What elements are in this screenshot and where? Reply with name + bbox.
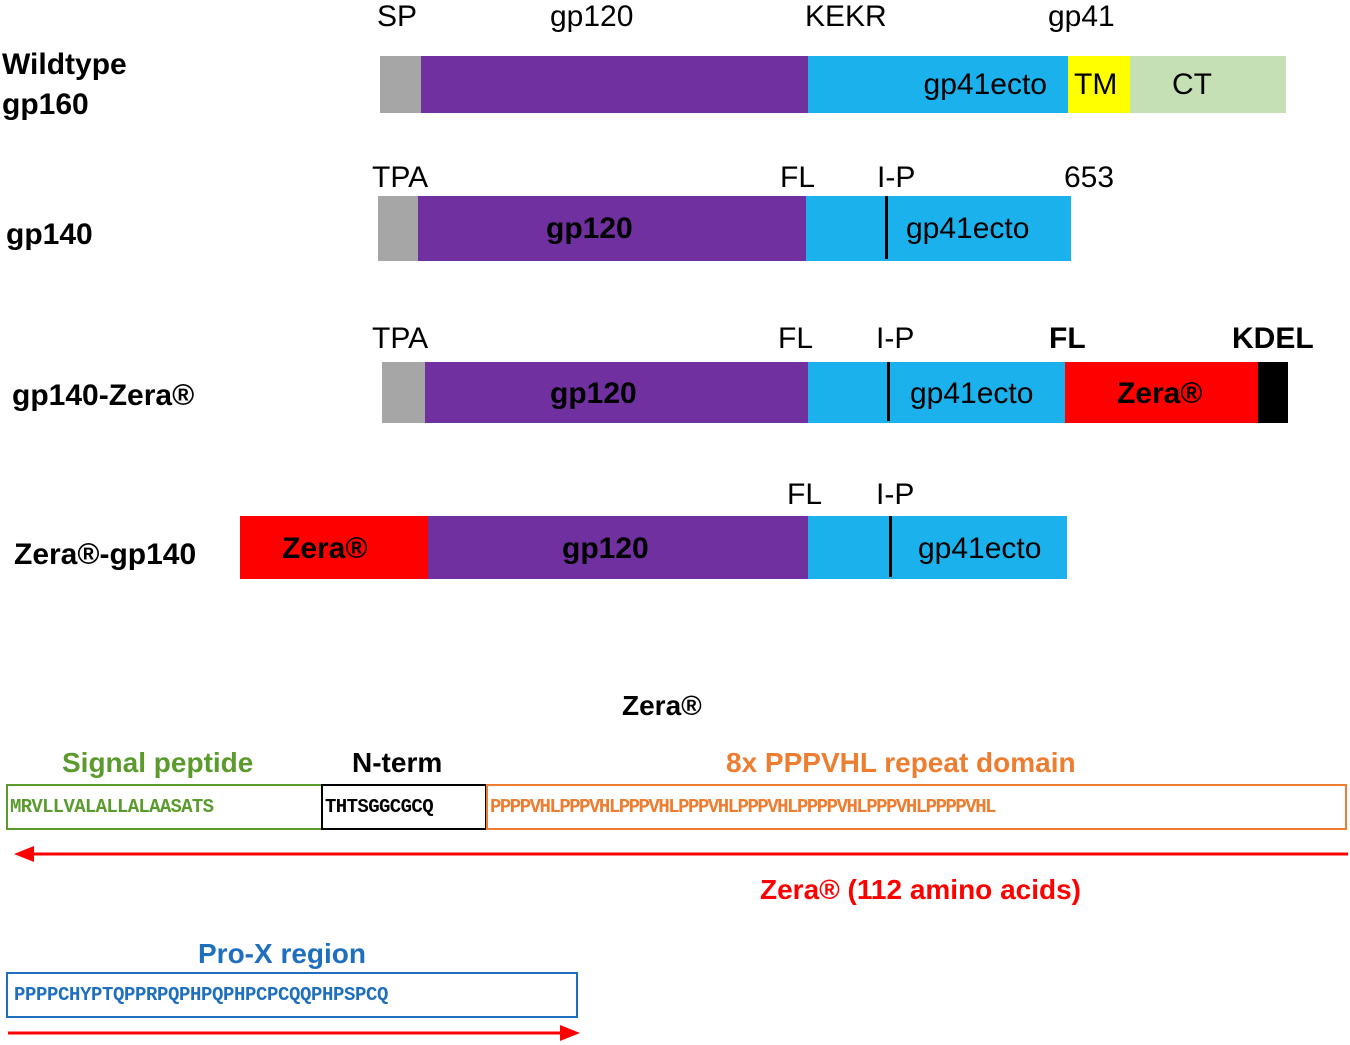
segment-gp120: gp120 (428, 516, 809, 579)
zera-length-label: Zera® (112 amino acids) (760, 874, 1081, 905)
segment-label-gp41ecto: gp41ecto (918, 532, 1042, 565)
segment-tm: TM (1068, 56, 1131, 113)
label-gp41: gp41 (1048, 0, 1115, 33)
segment-tpa (382, 362, 426, 423)
label-fl: FL (780, 161, 816, 194)
signal-peptide-sequence: MRVLLVALALLALAASATS (6, 784, 323, 830)
segment-gp41ecto: gp41ecto (808, 362, 1066, 423)
label-gp120: gp120 (550, 0, 634, 33)
segment-label-ct: CT (1172, 68, 1212, 101)
label-kdel: KDEL (1232, 322, 1314, 355)
repeat-domain-label: 8x PPPVHL repeat domain (726, 747, 1076, 778)
segment-label-gp41ecto: gp41ecto (910, 377, 1034, 410)
nterm-sequence: THTSGGCGCQ (321, 784, 487, 830)
segment-ct: CT (1130, 56, 1286, 113)
segment-label-gp120: gp120 (550, 377, 637, 410)
construct-name: gp140-Zera® (12, 379, 195, 412)
segment-gp120: gp120 (425, 362, 809, 423)
label-653: 653 (1064, 161, 1115, 194)
repeat-domain-sequence: PPPPVHLPPPVHLPPPVHLPPPVHLPPPVHLPPPPVHLPP… (486, 784, 1347, 830)
construct-name: gp140 (6, 218, 93, 251)
label-ip: I-P (876, 478, 915, 511)
nterm-label: N-term (352, 747, 443, 778)
label-fl: FL (778, 322, 814, 355)
segment-tpa (378, 196, 419, 261)
segment-label-tm: TM (1074, 68, 1118, 101)
prox-label: Pro-X region (198, 938, 367, 969)
label-fl: FL (787, 478, 823, 511)
construct-name-line1: Wildtype (2, 48, 127, 81)
segment-label-zera: Zera® (1117, 377, 1203, 410)
segment-gp41ecto: gp41ecto (808, 56, 1069, 113)
prox-sequence: PPPPCHYPTQPPRPQPHPQPHPCPCQQPHPSPCQ (6, 972, 578, 1018)
label-ip: I-P (876, 322, 915, 355)
segment-label-gp120: gp120 (562, 532, 649, 565)
segment-label-gp120: gp120 (546, 212, 633, 245)
segment-label-gp41ecto: gp41ecto (906, 212, 1030, 245)
segment-kdel (1258, 362, 1288, 423)
segment-gp120 (421, 56, 809, 113)
segment-zera: Zera® (240, 516, 429, 579)
label-fl-bold: FL (1049, 322, 1086, 355)
ip-marker (887, 362, 890, 421)
label-sp: SP (377, 0, 418, 33)
zera-length-arrow (14, 846, 1348, 862)
label-tpa: TPA (372, 322, 429, 355)
segment-zera: Zera® (1065, 362, 1259, 423)
prox-arrow (8, 1025, 580, 1041)
ip-marker (889, 516, 892, 577)
segment-gp120: gp120 (418, 196, 807, 261)
segment-label-gp41ecto: gp41ecto (923, 68, 1047, 101)
construct-name-line2: gp160 (2, 88, 89, 121)
zera-title: Zera® (622, 690, 702, 721)
label-kekr: KEKR (805, 0, 887, 33)
ip-marker (885, 196, 888, 259)
segment-gp41ecto: gp41ecto (806, 196, 1071, 261)
signal-peptide-label: Signal peptide (62, 747, 254, 778)
label-ip: I-P (877, 161, 916, 194)
segment-signal-peptide (380, 56, 422, 113)
segment-gp41ecto: gp41ecto (808, 516, 1067, 579)
segment-label-zera: Zera® (282, 532, 368, 565)
label-tpa: TPA (372, 161, 429, 194)
construct-name: Zera®-gp140 (14, 538, 197, 571)
